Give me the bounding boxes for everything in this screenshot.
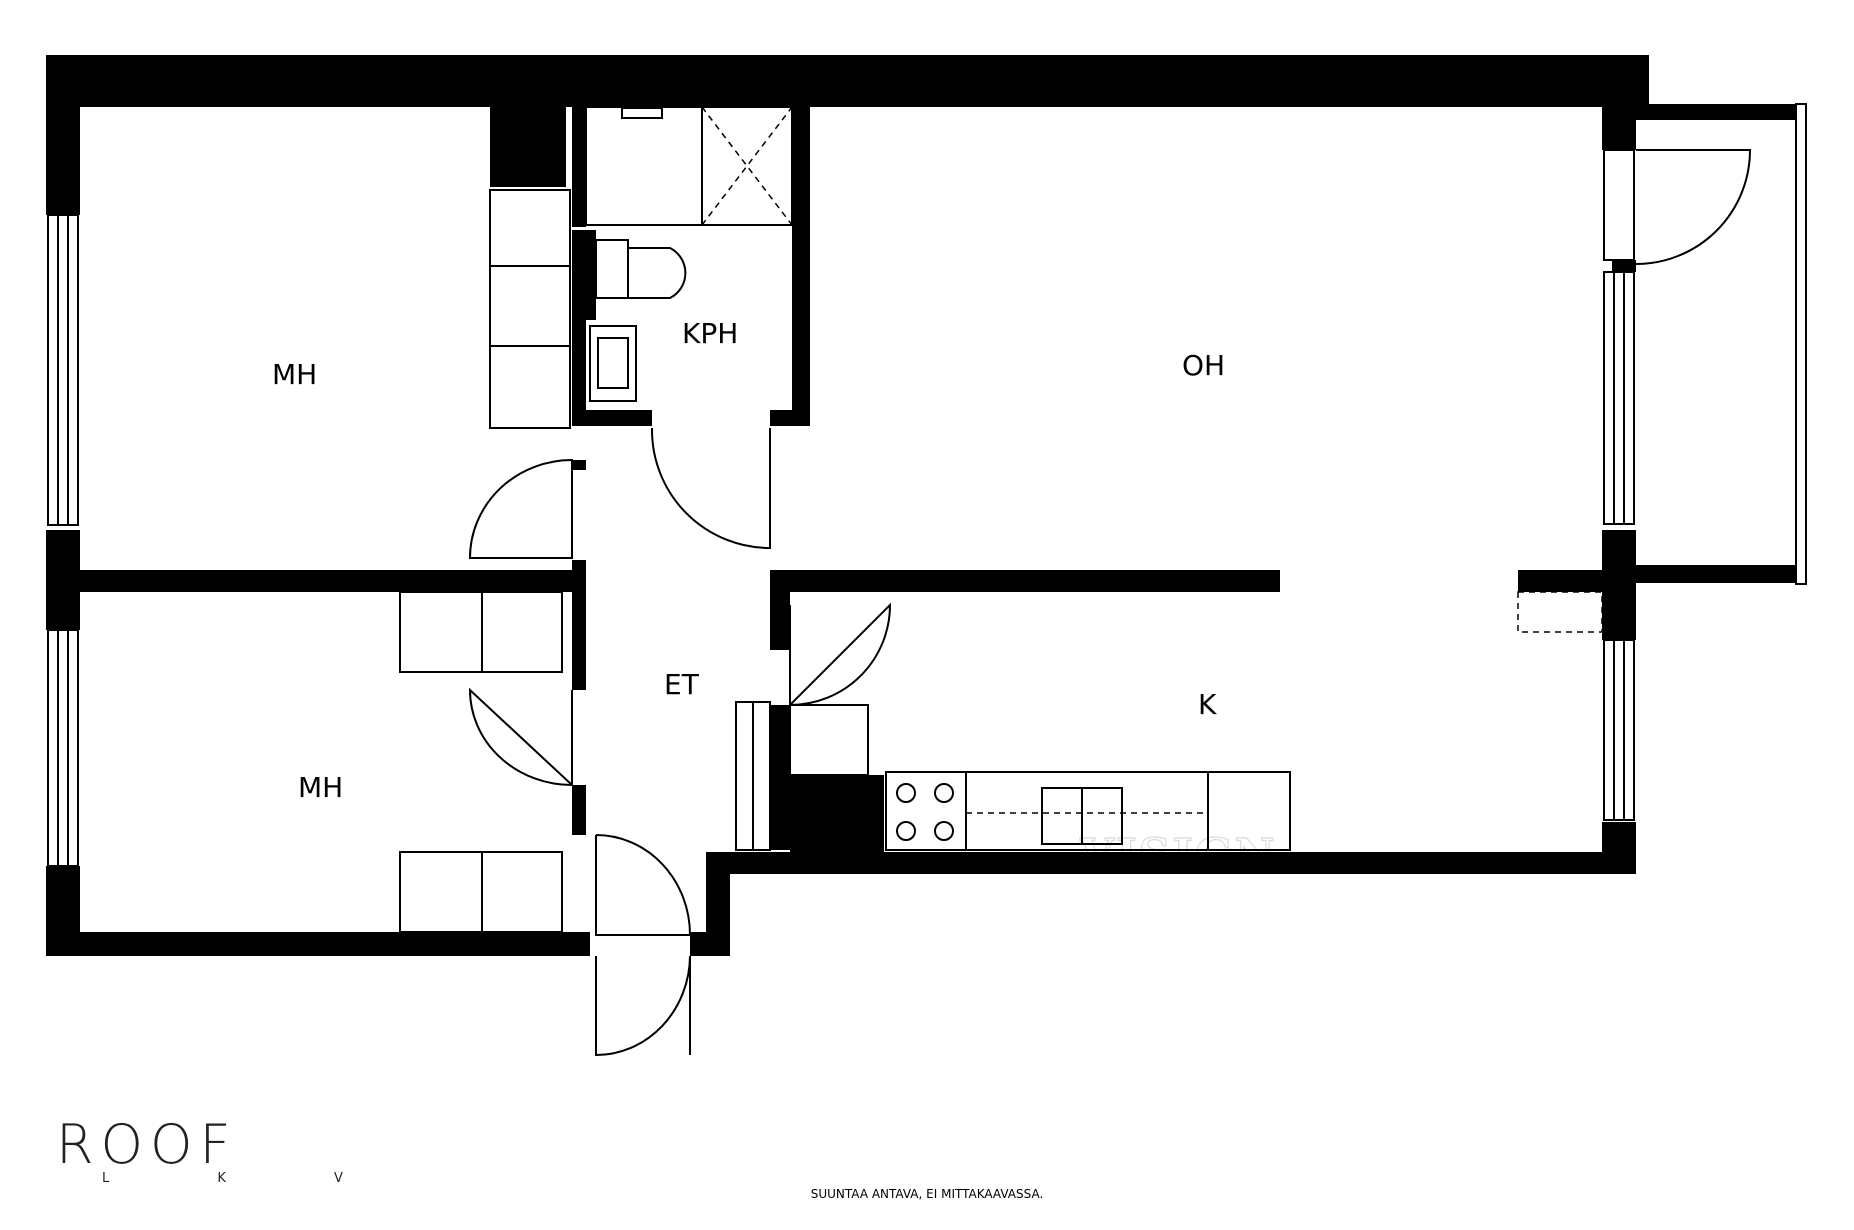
room-label-bedroom-top: MH xyxy=(272,358,317,391)
company-logo: ROOF L K V xyxy=(56,1113,395,1186)
windows xyxy=(47,103,1807,867)
room-label-bedroom-bottom: MH xyxy=(298,771,343,804)
logo-sub: L K V xyxy=(102,1171,395,1186)
room-label-kitchen: K xyxy=(1198,688,1217,721)
walls xyxy=(46,55,1796,956)
scale-disclaimer: SUUNTAA ANTAVA, EI MITTAKAAVASSA. xyxy=(811,1187,1044,1201)
room-label-hallway: ET xyxy=(664,668,700,701)
logo-name: ROOF xyxy=(56,1113,238,1176)
wardrobes xyxy=(399,189,771,933)
room-label-living-room: OH xyxy=(1182,349,1225,382)
kitchen-fixtures xyxy=(789,591,1603,851)
doors xyxy=(468,149,1752,1057)
room-label-bathroom: KPH xyxy=(682,317,738,350)
bathroom-fixtures xyxy=(585,106,793,402)
